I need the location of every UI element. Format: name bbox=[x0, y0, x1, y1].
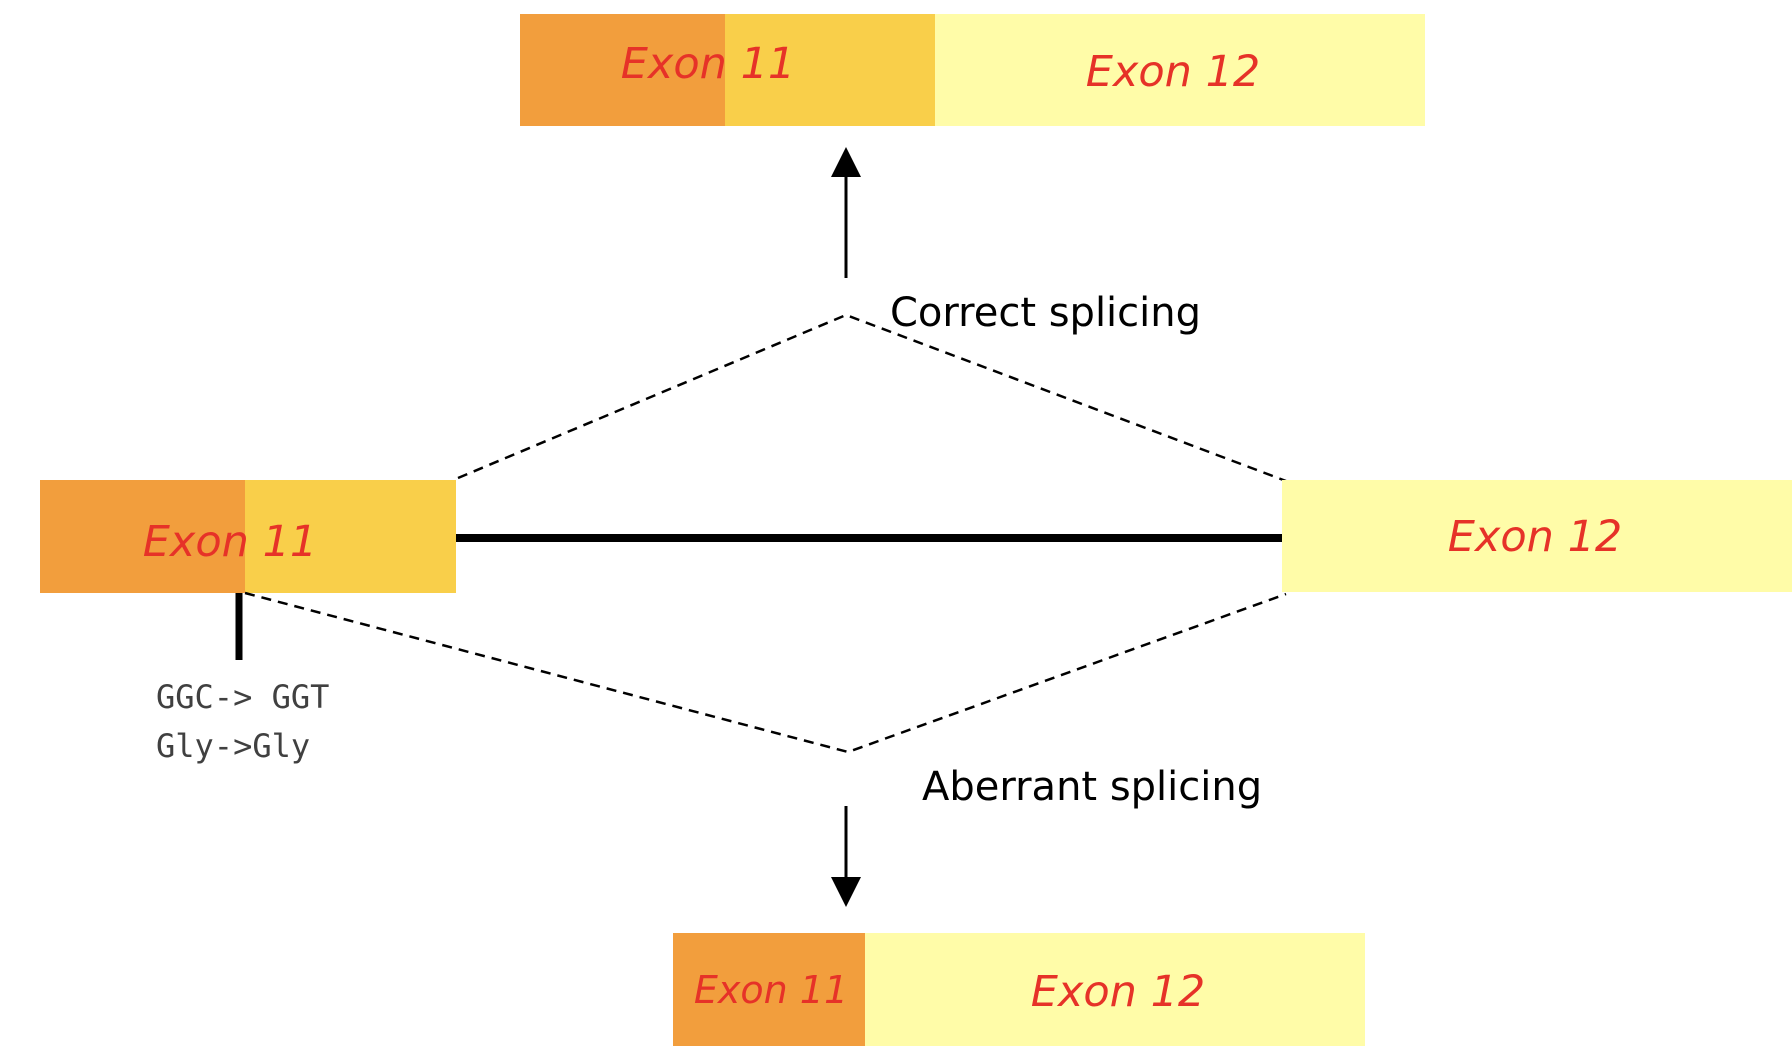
correct-transcript: Exon 11 Exon 12 bbox=[520, 14, 1425, 126]
aberrant-splicing-label: Aberrant splicing bbox=[922, 764, 1262, 810]
mutation-amino-acid: Gly->Gly bbox=[156, 727, 310, 765]
premrna-exon11-dark-segment bbox=[40, 480, 245, 593]
premrna-exon11-light-segment bbox=[245, 480, 456, 593]
premrna-exon12-segment bbox=[1282, 480, 1792, 592]
pre-mrna: Exon 11 Exon 12 bbox=[40, 480, 1792, 593]
correct-splicing-label: Correct splicing bbox=[890, 290, 1201, 336]
premrna-exon11-label: Exon 11 bbox=[143, 517, 318, 567]
correct-exon11-label: Exon 11 bbox=[621, 39, 796, 89]
aberrant-exon11-segment bbox=[673, 933, 865, 1046]
aberrant-exon12-segment bbox=[865, 933, 1365, 1046]
correct-exon12-label: Exon 12 bbox=[1086, 47, 1261, 97]
aberrant-exon12-label: Exon 12 bbox=[1031, 967, 1206, 1017]
mutation-codon: GGC-> GGT bbox=[156, 678, 329, 716]
correct-exon12-segment bbox=[935, 14, 1425, 126]
aberrant-splice-path bbox=[244, 591, 1287, 754]
correct-exon11-light-segment bbox=[725, 14, 935, 126]
premrna-exon12-label: Exon 12 bbox=[1448, 512, 1623, 562]
correct-splice-path bbox=[457, 313, 1287, 483]
correct-exon11-dark-segment bbox=[520, 14, 725, 126]
aberrant-transcript: Exon 11 Exon 12 bbox=[673, 933, 1365, 1046]
aberrant-exon11-label: Exon 11 bbox=[694, 968, 848, 1012]
